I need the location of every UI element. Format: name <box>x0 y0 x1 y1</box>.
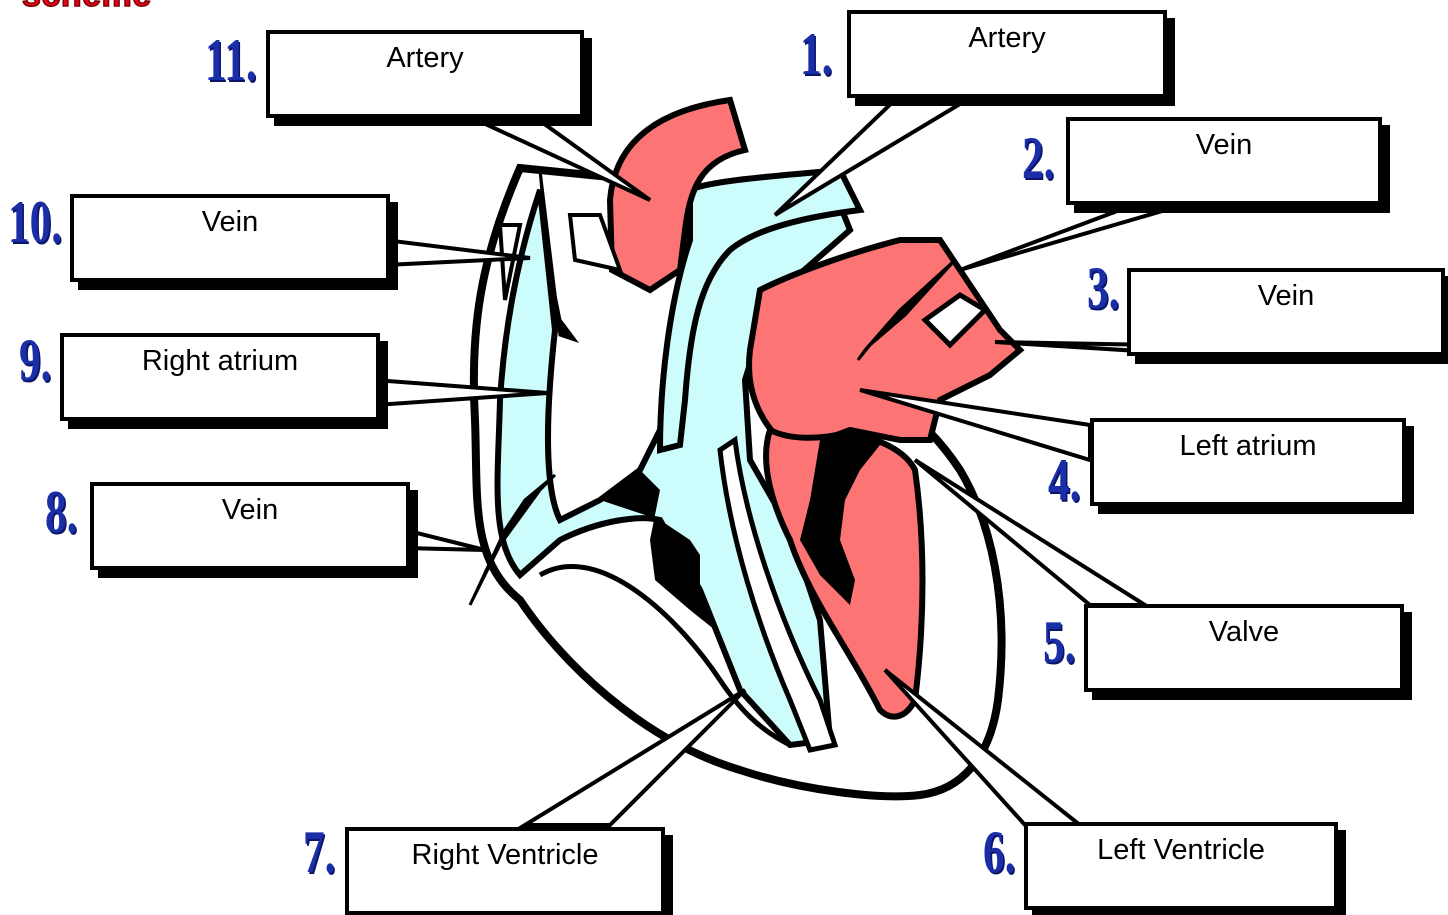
label-box-5: Valve <box>1084 604 1404 692</box>
label-box-2: Vein <box>1066 117 1382 205</box>
label-number-10: 10. <box>8 192 62 252</box>
label-box-8: Vein <box>90 482 410 570</box>
label-number-7: 7. <box>303 822 335 882</box>
label-text-4: Left atrium <box>1094 430 1402 463</box>
label-number-6: 6. <box>983 822 1015 882</box>
label-text-8: Vein <box>94 494 406 527</box>
label-number-3: 3. <box>1087 258 1119 318</box>
label-number-5: 5. <box>1043 612 1075 672</box>
label-box-11: Artery <box>266 30 584 118</box>
label-text-6: Left Ventricle <box>1028 834 1334 867</box>
label-box-9: Right atrium <box>60 333 380 421</box>
label-box-1: Artery <box>847 10 1167 98</box>
label-box-10: Vein <box>70 194 390 282</box>
label-number-1: 1. <box>800 24 832 84</box>
label-number-11: 11. <box>205 30 257 90</box>
label-number-2: 2. <box>1022 128 1054 188</box>
label-box-6: Left Ventricle <box>1024 822 1338 910</box>
label-text-2: Vein <box>1070 129 1378 162</box>
pointer-8 <box>405 530 485 550</box>
label-box-3: Vein <box>1127 268 1445 356</box>
label-number-4: 4. <box>1048 450 1080 510</box>
pointer-2 <box>960 195 1200 270</box>
label-text-10: Vein <box>74 206 386 239</box>
label-box-4: Left atrium <box>1090 418 1406 506</box>
label-number-8: 8. <box>45 482 77 542</box>
label-text-3: Vein <box>1131 280 1441 313</box>
label-text-9: Right atrium <box>64 345 376 378</box>
label-text-11: Artery <box>270 42 580 75</box>
pointer-1 <box>775 95 975 215</box>
label-text-7: Right Ventricle <box>349 839 661 872</box>
label-text-1: Artery <box>851 22 1163 55</box>
label-number-9: 9. <box>19 330 51 390</box>
label-text-5: Valve <box>1088 616 1400 649</box>
label-box-7: Right Ventricle <box>345 827 665 915</box>
